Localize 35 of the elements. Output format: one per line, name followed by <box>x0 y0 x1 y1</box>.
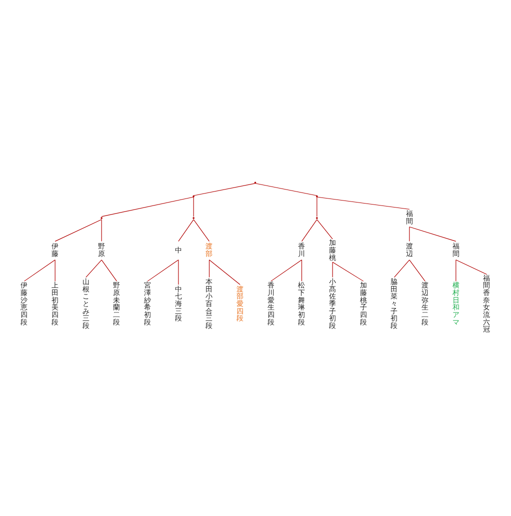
node-point <box>254 182 256 184</box>
connector <box>193 196 194 217</box>
connector <box>193 219 210 242</box>
connector <box>147 260 179 282</box>
connector <box>456 260 488 275</box>
node-point <box>316 217 318 219</box>
connector <box>316 196 410 210</box>
connector <box>394 260 410 278</box>
connector <box>54 219 102 242</box>
connector <box>316 219 333 240</box>
connector <box>54 260 56 282</box>
connector <box>301 260 302 282</box>
node-point <box>192 217 195 219</box>
connector <box>316 196 318 217</box>
connector <box>178 219 194 242</box>
node-point <box>316 195 318 198</box>
connector <box>208 260 240 285</box>
node-point <box>192 195 195 198</box>
connector <box>332 262 333 278</box>
connector <box>86 260 102 278</box>
connector <box>101 260 118 282</box>
connector <box>409 260 426 282</box>
connector <box>270 260 302 282</box>
connector <box>254 183 318 196</box>
connector <box>409 226 410 242</box>
connector <box>193 183 256 196</box>
node-point <box>100 217 103 219</box>
connector <box>332 262 364 282</box>
connector <box>409 226 456 242</box>
connector <box>178 260 179 285</box>
connector <box>101 219 102 242</box>
connector <box>101 196 194 217</box>
connector <box>24 260 56 282</box>
connector <box>301 219 318 242</box>
connector <box>208 260 210 278</box>
